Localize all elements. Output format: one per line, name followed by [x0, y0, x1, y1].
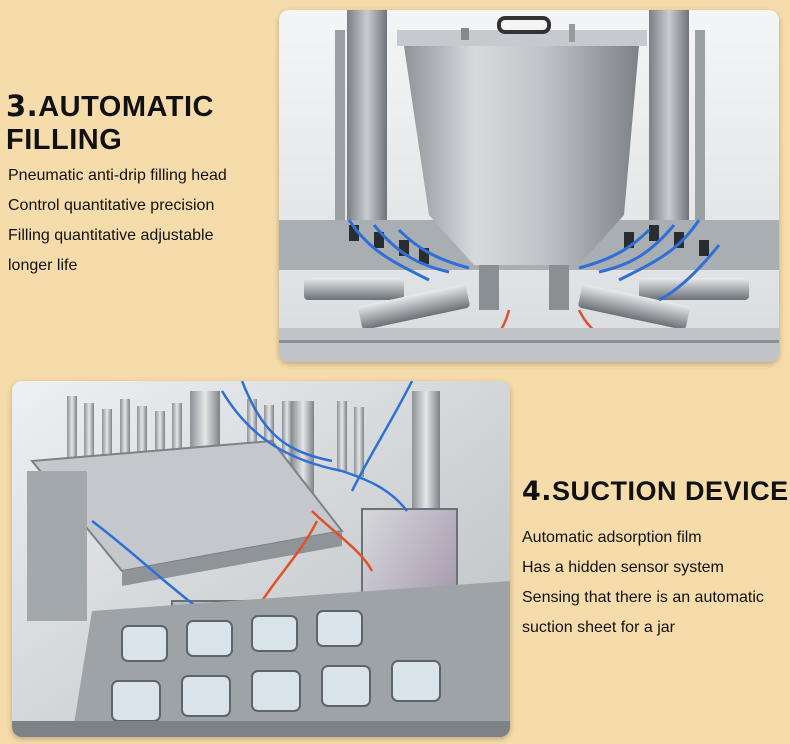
section-3-heading: 3.AUTOMATIC FILLING — [6, 89, 266, 158]
feature-item: Control quantitative precision — [8, 197, 215, 214]
feature-item: Filling quantitative adjustable — [8, 227, 214, 244]
section-3-feature-list: Pneumatic anti-drip filling head Control… — [8, 161, 227, 281]
section-4-title: SUCTION DEVICE — [552, 476, 789, 506]
section-4-number: 4. — [522, 476, 553, 507]
filling-machine-illustration — [279, 10, 779, 362]
section-3-number: 3. — [6, 89, 39, 123]
feature-item: Automatic adsorption film — [522, 529, 702, 546]
feature-item: Pneumatic anti-drip filling head — [8, 167, 227, 184]
feature-item: longer life — [8, 257, 78, 274]
feature-item: Sensing that there is an automatic — [522, 589, 764, 606]
section-3-title: AUTOMATIC FILLING — [6, 91, 214, 157]
filling-machine-photo — [279, 10, 779, 362]
suction-device-illustration — [12, 381, 510, 737]
section-4-feature-list: Automatic adsorption film Has a hidden s… — [522, 523, 764, 643]
feature-item: suction sheet for a jar — [522, 619, 675, 636]
feature-item: Has a hidden sensor system — [522, 559, 724, 576]
suction-device-photo — [12, 381, 510, 737]
section-4-heading: 4.SUCTION DEVICE — [522, 476, 789, 507]
